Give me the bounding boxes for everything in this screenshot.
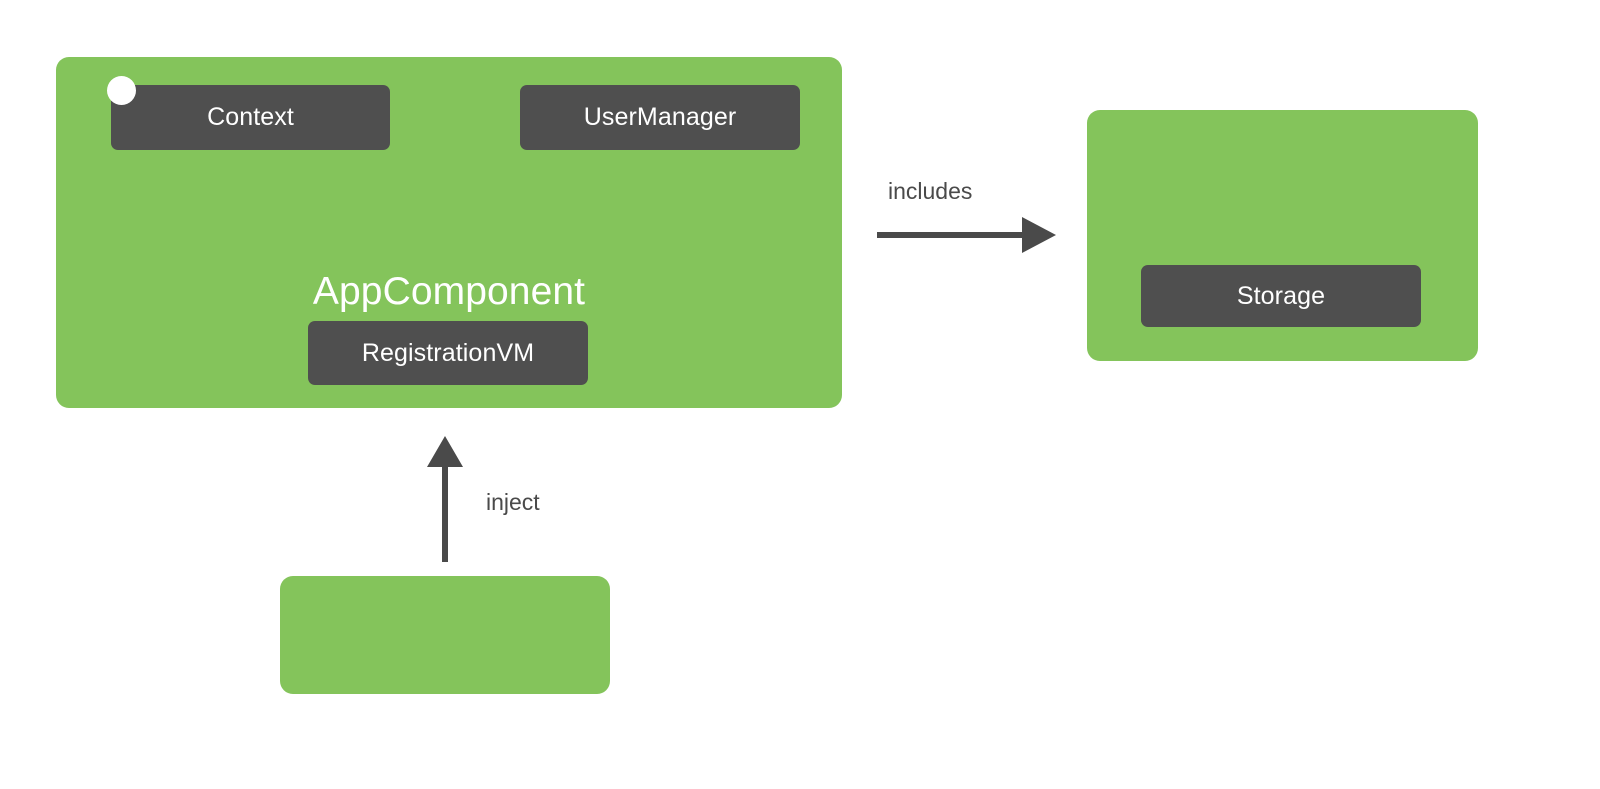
inject-arrow (427, 436, 463, 562)
dependency-registrationvm[interactable]: RegistrationVM (308, 321, 588, 385)
inject-edge-label: inject (486, 489, 540, 515)
dependency-context[interactable]: Context (111, 85, 390, 150)
dependency-storage-label: Storage (1236, 281, 1326, 310)
entry-point-dot-icon (107, 76, 136, 105)
app-component-title: AppComponent (312, 270, 586, 313)
registration-activity-node[interactable]: Registration Activity (280, 576, 610, 694)
dependency-usermanager[interactable]: UserManager (520, 85, 800, 150)
dependency-context-label: Context (207, 103, 294, 131)
includes-edge-label: includes (888, 178, 973, 204)
dependency-usermanager-label: UserManager (583, 103, 737, 131)
dependency-storage[interactable]: Storage (1141, 265, 1421, 327)
dependency-registrationvm-label: RegistrationVM (361, 338, 535, 367)
includes-arrow (877, 217, 1056, 253)
